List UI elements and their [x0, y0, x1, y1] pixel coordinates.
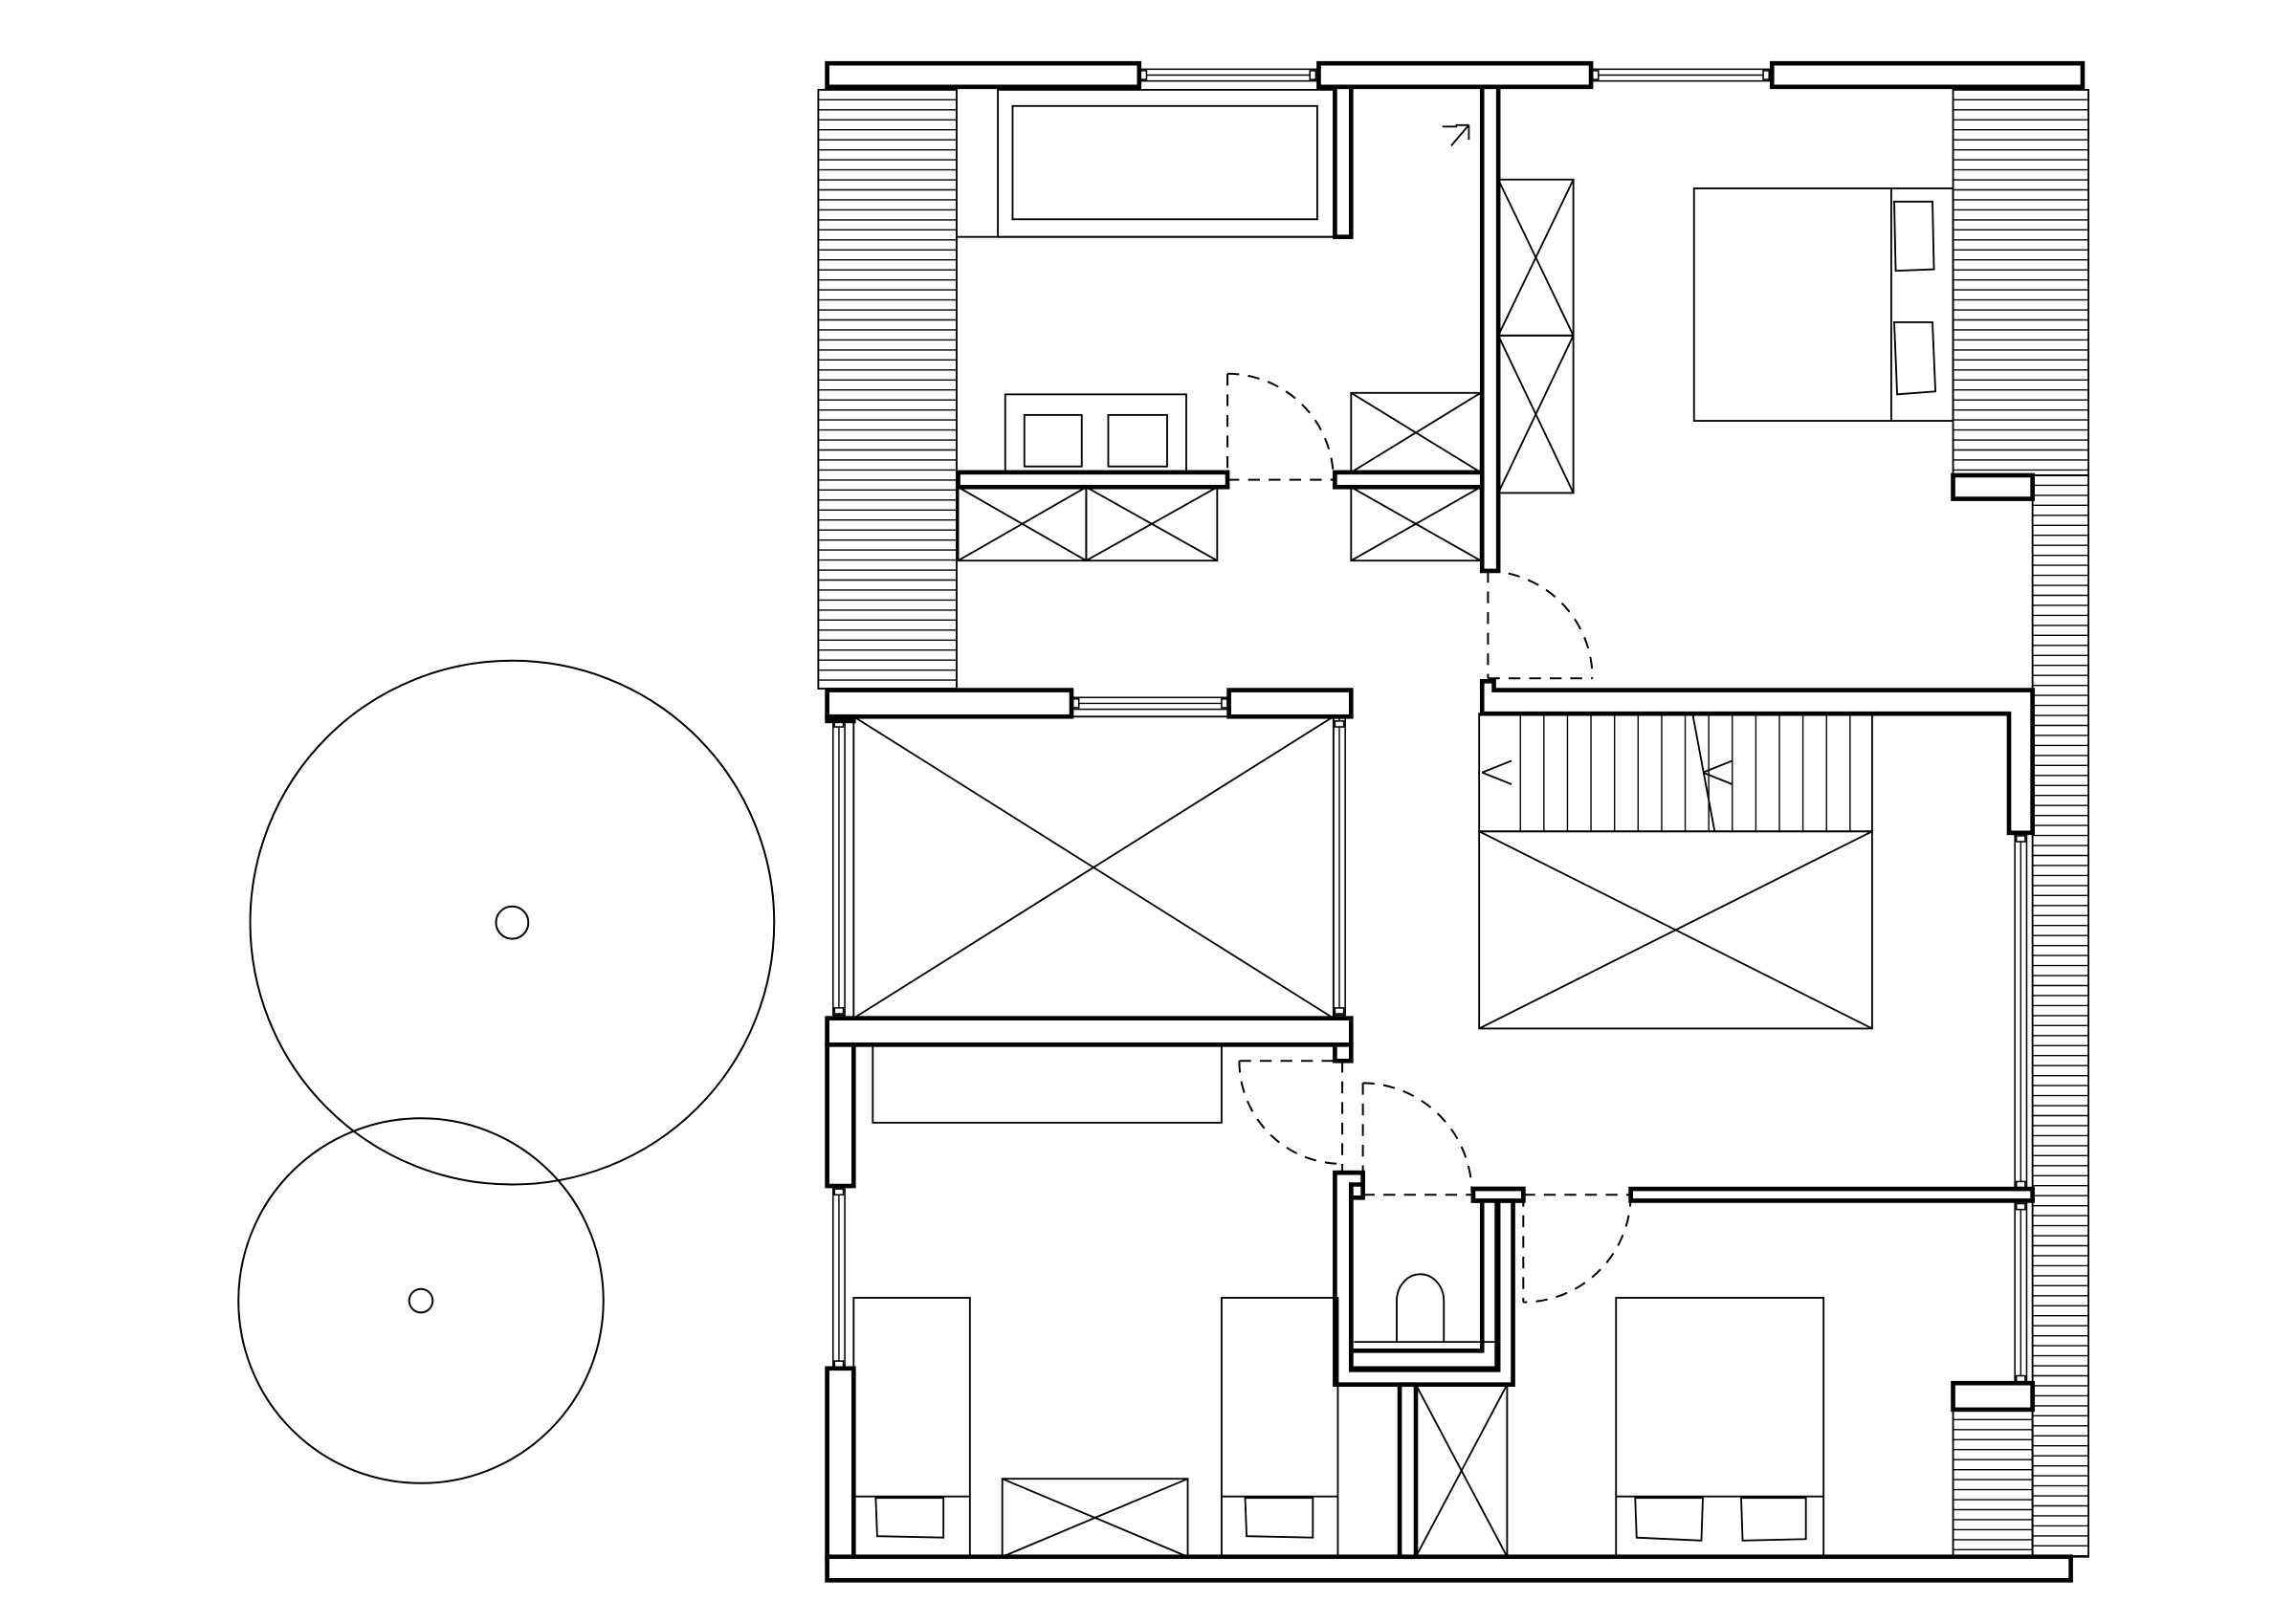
cabinet-hall-lower	[1350, 486, 1482, 562]
hall-closets	[1350, 123, 1482, 562]
bathtub	[997, 88, 1336, 238]
deck-east-top	[1952, 88, 2089, 476]
window-west-2	[832, 1185, 846, 1370]
window-east-1	[2014, 832, 2028, 1190]
cabinet-south-centre	[1415, 1383, 1509, 1558]
deck-west	[817, 88, 958, 690]
master-bedroom	[1487, 178, 1954, 680]
wc	[1354, 1082, 1497, 1344]
double-sink	[1004, 393, 1187, 473]
window-north-1	[1138, 68, 1320, 82]
cabinet-bath-1	[957, 486, 1088, 562]
walls	[825, 60, 2086, 1583]
bathtub-inner	[1011, 104, 1318, 221]
window-void-east	[1333, 717, 1346, 1017]
wardrobe-master	[1497, 178, 1575, 494]
window-north-2	[1590, 68, 1774, 82]
tree-large	[249, 659, 776, 1186]
deck-east-bottom	[1952, 1408, 2034, 1558]
bedroom-south-east	[1522, 1194, 1825, 1558]
single-bed-2	[1221, 1297, 1339, 1558]
bedroom-west	[852, 1043, 1344, 1558]
window-east-2	[2014, 1199, 2028, 1384]
cabinet-bedroom-west	[1001, 1478, 1189, 1558]
deck-east-main	[2031, 474, 2089, 1558]
staircase	[1478, 713, 1873, 833]
cabinet-hall-upper	[1350, 391, 1482, 473]
windows	[832, 68, 2028, 1384]
tree-large-trunk	[495, 905, 530, 940]
tree-small-trunk	[408, 1287, 434, 1314]
bathroom	[957, 88, 1336, 562]
desk-west	[872, 1043, 1223, 1124]
window-void-north	[1071, 696, 1230, 711]
single-bed-1	[852, 1297, 971, 1558]
void-west	[852, 715, 1335, 1020]
tree-small	[237, 1117, 605, 1484]
trees	[237, 659, 776, 1484]
double-bed-south-east	[1615, 1297, 1825, 1558]
void-stair	[1478, 830, 1873, 1030]
north-arrow-icon	[1442, 123, 1470, 146]
cabinet-bath-2	[1085, 486, 1219, 562]
window-west-1	[832, 717, 846, 1017]
double-bed-master	[1692, 187, 1954, 422]
toilet	[1354, 1273, 1497, 1344]
